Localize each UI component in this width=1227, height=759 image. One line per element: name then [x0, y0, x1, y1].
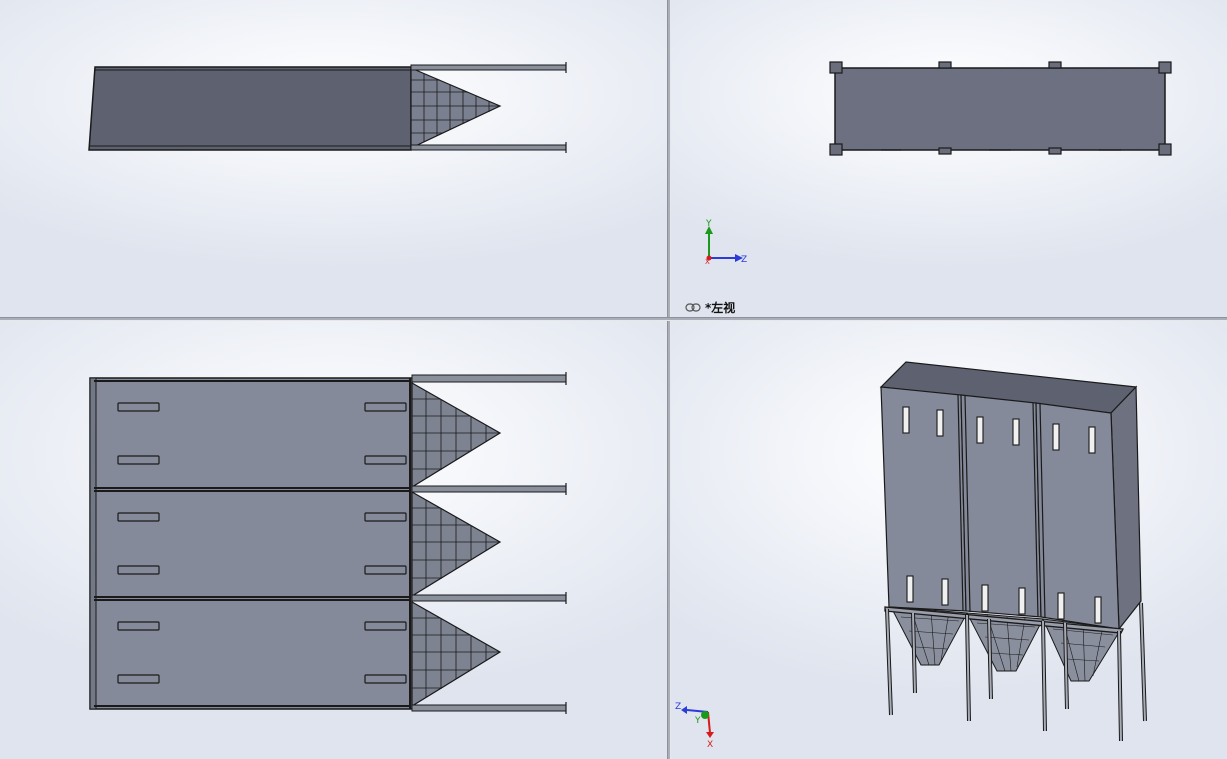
- viewport-isometric-view[interactable]: Z Y X: [671, 321, 1227, 759]
- viewport-splitter-horizontal[interactable]: [0, 317, 1227, 321]
- rail: [411, 374, 567, 383]
- housing-side: [834, 67, 1166, 151]
- axis-triad: [681, 706, 714, 738]
- viewport-front-view[interactable]: [0, 321, 667, 759]
- viewport-top-view[interactable]: [0, 0, 667, 317]
- housing-front: [89, 377, 413, 710]
- isometric-drawing: Z Y X: [675, 361, 1147, 750]
- viewport-splitter-vertical[interactable]: [667, 0, 671, 759]
- top-view-drawing: [88, 62, 567, 153]
- viewport-left-view[interactable]: Y Z X *左视: [671, 0, 1227, 317]
- rail-bottom: [410, 144, 567, 151]
- axis-z-label: Z: [741, 255, 747, 265]
- axis-triad: [705, 226, 743, 262]
- housing-top: [88, 66, 412, 151]
- axis-y-label: Y: [705, 219, 712, 229]
- axis-x-label: X: [707, 740, 713, 750]
- housing-front-panel: [880, 386, 967, 612]
- hopper-top: [410, 67, 502, 149]
- link-icon: [685, 303, 701, 312]
- axis-z-label: Z: [675, 702, 681, 712]
- axis-y-label: Y: [694, 716, 701, 726]
- rail-top: [410, 64, 567, 71]
- left-view-drawing: Y Z X: [705, 61, 1172, 266]
- axis-x-label: X: [705, 258, 710, 266]
- viewport-label-text: *左视: [705, 301, 736, 315]
- support-legs-highlight: [886, 602, 1146, 742]
- front-view-drawing: [89, 372, 567, 714]
- viewport-label[interactable]: *左视: [685, 299, 735, 316]
